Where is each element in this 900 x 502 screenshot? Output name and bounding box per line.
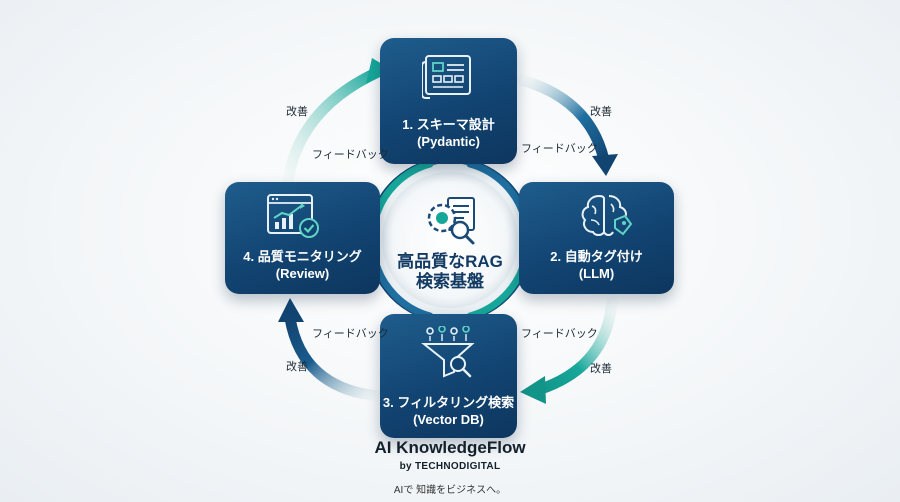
step-card-auto-tagging: 2. 自動タグ付け (LLM) (519, 182, 674, 294)
step-title: 1. スキーマ設計 (402, 117, 495, 132)
arrowhead-topright (592, 154, 618, 176)
annotation-feedback-topright: フィードバック (521, 143, 598, 155)
arrowhead-bottomleft (278, 298, 304, 322)
annotation-feedback-bottomleft: フィードバック (312, 328, 389, 340)
arrowhead-topleft (366, 58, 392, 84)
brain-tag-icon (581, 194, 633, 236)
brand-subtitle: by TECHNODIGITAL (399, 461, 501, 472)
step-card-schema-design: 1. スキーマ設計 (Pydantic) (380, 38, 517, 164)
step-subtitle: (Pydantic) (417, 134, 480, 149)
step-subtitle: (LLM) (578, 266, 615, 281)
center-disc (382, 172, 518, 308)
step-subtitle: (Vector DB) (413, 412, 484, 427)
step-title: 3. フィルタリング検索 (382, 395, 515, 410)
step-card-filtering-search: 3. フィルタリング検索 (Vector DB) (380, 314, 517, 438)
annotation-feedback-bottomright: フィードバック (521, 328, 598, 340)
brand-tagline: AIで 知識をビジネスへ。 (393, 485, 507, 496)
arrow-improve-topleft (282, 66, 384, 186)
arrow-improve-bottomleft (284, 312, 384, 402)
annotation-improve-bottomright: 改善 (590, 363, 612, 375)
arrowhead-bottomright (520, 376, 546, 404)
gear-document-magnifier-icon (427, 197, 475, 245)
center-title-line1: 高品質なRAG (397, 252, 503, 271)
annotation-improve-topright: 改善 (590, 106, 612, 118)
blueprint-icon (422, 55, 471, 99)
step-title: 4. 品質モニタリング (243, 249, 362, 264)
step-card-quality-monitoring: 4. 品質モニタリング (Review) (225, 182, 380, 294)
arrow-improve-topright (516, 74, 610, 166)
center-title: 高品質なRAG 検索基盤 (380, 252, 520, 292)
chart-check-icon (267, 194, 319, 238)
brand-title: AI KnowledgeFlow (374, 438, 526, 457)
annotation-improve-bottomleft: 改善 (286, 361, 308, 373)
funnel-search-icon (421, 326, 475, 378)
step-title: 2. 自動タグ付け (550, 249, 643, 264)
annotation-feedback-topleft: フィードバック (312, 149, 389, 161)
annotation-improve-topleft: 改善 (286, 106, 308, 118)
center-title-line2: 検索基盤 (416, 272, 484, 291)
step-subtitle: (Review) (275, 266, 330, 281)
arrow-improve-bottomright (532, 296, 618, 396)
